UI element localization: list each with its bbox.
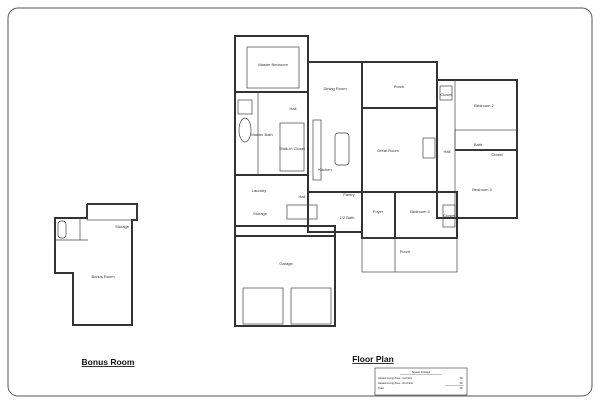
garage-door-left — [242, 287, 284, 325]
room-label: Hall — [299, 194, 306, 199]
area-row-label: Heated Living Area - 2nd Floor — [378, 381, 413, 385]
foyer-walls — [361, 191, 396, 239]
shower-icon — [237, 99, 253, 115]
garage-door-right — [290, 287, 332, 325]
room-label: Kitchen — [318, 167, 331, 172]
bath-walls — [454, 129, 518, 151]
area-table: Square Footage Heated Living Area - 1st … — [374, 367, 468, 396]
room-label: Bedroom 2 — [474, 103, 494, 108]
room-label: Walk-In Closet — [279, 146, 306, 151]
room-label: Storage — [253, 211, 268, 216]
room-label: Bedroom 4 — [410, 209, 430, 214]
front-porch — [361, 237, 458, 273]
walkin-closet-walls — [279, 122, 305, 172]
room-label: Laundry — [252, 188, 266, 193]
room-label: Closet — [491, 152, 503, 157]
room-label: Closet — [440, 92, 452, 97]
area-row-label: Total — [378, 386, 384, 390]
great-room-walls — [361, 107, 438, 193]
room-label: Bedroom 3 — [472, 187, 492, 192]
bonus-room-walls — [54, 203, 138, 326]
room-label: Bonus Room — [91, 274, 115, 279]
room-label: 1/2 Bath — [340, 215, 355, 220]
room-label: Storage — [115, 224, 130, 229]
stairs-icon — [286, 204, 318, 220]
room-label: Porch — [394, 84, 404, 89]
closet-b4-walls — [442, 204, 456, 228]
garage-walls — [234, 225, 336, 327]
room-label: Foyer — [373, 209, 384, 214]
master-bed-furniture — [246, 46, 300, 89]
area-row-label: Heated Living Area - 1st Floor — [378, 376, 412, 380]
kitchen-island — [334, 132, 350, 166]
floor-plan-title: Floor Plan — [352, 354, 394, 364]
room-label: Pantry — [343, 192, 355, 197]
room-label: Hall — [444, 149, 451, 154]
room-label: Porch — [400, 249, 410, 254]
room-label: Dining Room — [323, 86, 347, 91]
room-label: Hall — [290, 106, 297, 111]
room-label: Master Bath — [251, 132, 273, 137]
bonus-room-title: Bonus Room — [82, 357, 135, 367]
area-table-header: Square Footage — [412, 370, 431, 374]
room-label: Bath — [474, 142, 482, 147]
room-label: Garage — [279, 261, 293, 266]
bonus-stairs-icon — [86, 203, 138, 221]
room-label: Closet — [443, 213, 455, 218]
closet-walls — [439, 85, 453, 101]
kitchen-counter — [312, 119, 322, 181]
main-floor-plan: Master Bedroom Dining Room Porch Bedroom… — [234, 35, 518, 327]
tub-icon — [238, 117, 252, 143]
area-row-value: SF — [460, 376, 464, 380]
area-row-value: SF — [460, 386, 464, 390]
sheet-border — [7, 7, 593, 397]
room-label: Master Bedroom — [258, 62, 288, 67]
dining-kitchen-walls — [307, 61, 363, 193]
fireplace-icon — [422, 137, 436, 159]
bonus-floor-plan: Storage Bonus Room — [54, 203, 138, 326]
area-row-value: SF — [460, 381, 464, 385]
room-label: Great Room — [377, 148, 399, 153]
bonus-tub-icon — [57, 220, 67, 239]
